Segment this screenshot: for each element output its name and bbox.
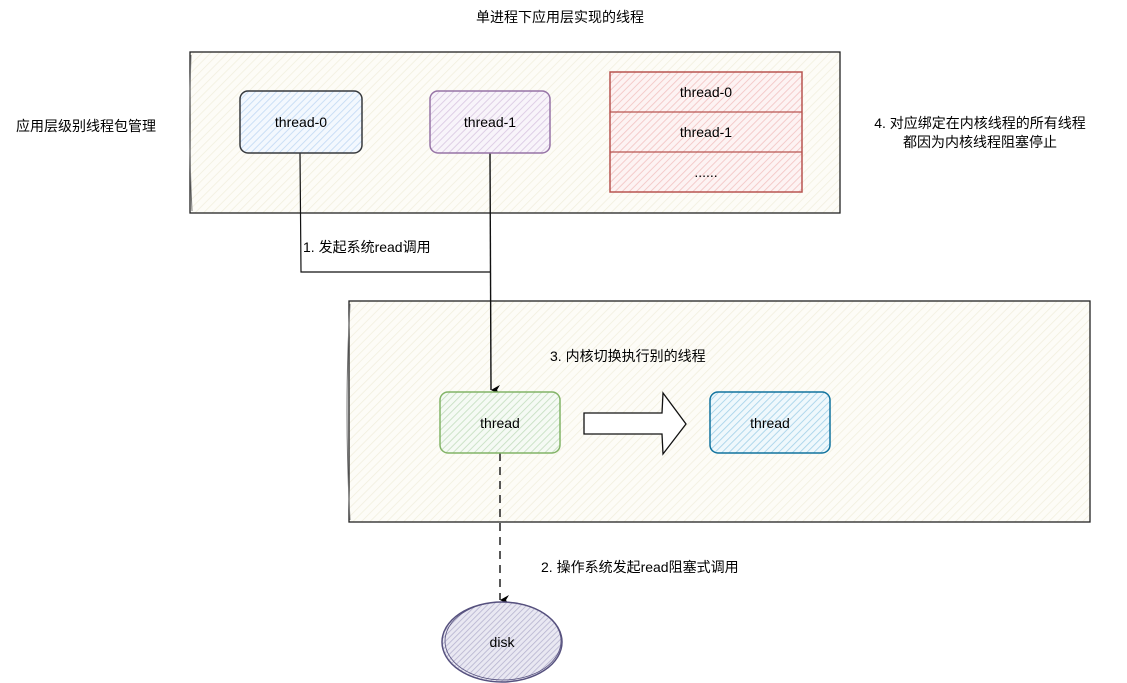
syscall-connector: [299, 152, 501, 395]
kernel-thread-next-box[interactable]: [709, 391, 831, 454]
kernel-thread-blocked-box[interactable]: [439, 391, 561, 454]
user-thread-0-label: thread-0: [274, 114, 328, 130]
step4-annotation-line2: 都因为内核线程阻塞停止: [903, 134, 1057, 150]
step2-annotation: 2. 操作系统发起read阻塞式调用: [541, 559, 739, 575]
disk-label: disk: [489, 634, 515, 650]
disk-ellipse[interactable]: [441, 601, 563, 683]
switch-arrow-icon: [583, 391, 687, 456]
user-thread-0-box[interactable]: [239, 90, 363, 154]
kernel-thread-blocked-label: thread: [480, 414, 520, 431]
thread-table-row: ......: [694, 164, 718, 180]
thread-table: [609, 71, 803, 193]
thread-table-row: thread-1: [679, 124, 733, 140]
user-space-label: 应用层级别线程包管理: [16, 118, 156, 134]
thread-table-row: thread-0: [679, 84, 733, 100]
step3-annotation: 3. 内核切换执行别的线程: [550, 348, 706, 364]
user-thread-1-label: thread-1: [463, 114, 517, 130]
kernel-thread-next-label: thread: [750, 414, 790, 431]
step1-annotation: 1. 发起系统read调用: [303, 239, 431, 255]
diagram-title: 单进程下应用层实现的线程: [476, 9, 644, 25]
step4-annotation-line1: 4. 对应绑定在内核线程的所有线程: [874, 115, 1086, 131]
user-thread-1-box[interactable]: [429, 90, 551, 154]
